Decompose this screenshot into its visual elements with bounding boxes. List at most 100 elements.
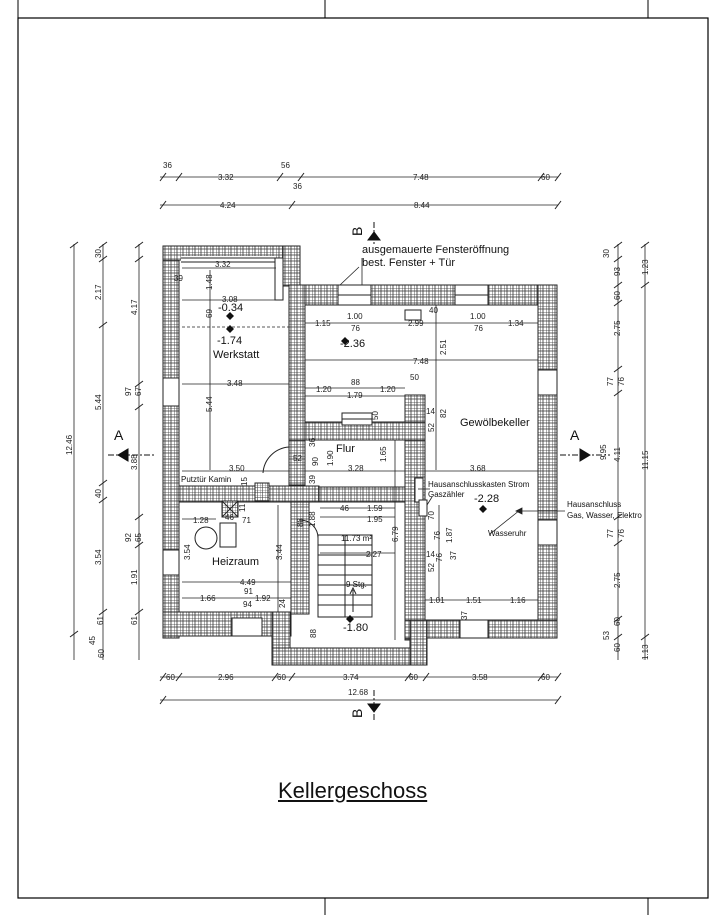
sheet-title: Kellergeschoss — [278, 778, 428, 803]
idim-159: 1.59 — [367, 504, 383, 513]
dim-left-544: 5.44 — [94, 394, 103, 410]
idim-37a: 37 — [449, 551, 458, 560]
idim-308: 3.08 — [222, 295, 238, 304]
dim-left-60: 60 — [97, 649, 106, 658]
dim-top-36b: 36 — [293, 182, 302, 191]
section-b-top: B — [349, 227, 365, 236]
idim-148: 1.48 — [205, 274, 214, 290]
level-gewoelbekeller: -2.36 — [340, 338, 365, 350]
idim-88b: 88 — [296, 518, 305, 527]
idim-76b: 76 — [474, 324, 483, 333]
idim-88a: 88 — [351, 378, 360, 387]
note-gaszaehler: Gaszähler — [428, 490, 465, 499]
idim-179: 1.79 — [347, 391, 363, 400]
dim-top-748: 7.48 — [413, 173, 429, 182]
dim-left-30: 30 — [94, 249, 103, 258]
room-flur: Flur — [336, 443, 355, 455]
dim-right-60b: 60 — [613, 617, 622, 626]
idim-76c: 76 — [433, 531, 442, 540]
idim-348: 3.48 — [227, 379, 243, 388]
section-b-bottom: B — [349, 709, 365, 718]
idim-24: 24 — [278, 599, 287, 608]
level-stair: -1.80 — [343, 622, 368, 634]
dim-left-40: 40 — [94, 489, 103, 498]
note-hausanschluss-sub: Gas, Wasser, Elektro — [567, 511, 642, 520]
dim-bot-358: 3.58 — [472, 673, 488, 682]
idim-39a: 39 — [174, 274, 183, 283]
idim-544: 5.44 — [205, 396, 214, 412]
note-steps: 9 Stg. — [346, 580, 367, 589]
dim-right-60c: 60 — [613, 643, 622, 652]
dim-left-97: 97 — [124, 387, 133, 396]
idim-46b: 46 — [225, 513, 234, 522]
dim-right-411: 4.11 — [613, 446, 622, 462]
idim-52c: 52 — [427, 563, 436, 572]
idim-350: 3.50 — [229, 464, 245, 473]
dim-bot-374: 3.74 — [343, 673, 359, 682]
idim-332: 3.32 — [215, 260, 231, 269]
note-putztuer: Putztür Kamin — [181, 475, 231, 484]
note-hausanschluss: Hausanschluss — [567, 500, 621, 509]
leaders — [339, 258, 565, 535]
idim-36: 36 — [308, 438, 317, 447]
idim-115: 1.15 — [315, 319, 331, 328]
dim-right-275a: 2.75 — [613, 320, 622, 336]
dim-left-388: 3.88 — [130, 454, 139, 470]
idim-37b: 37 — [460, 611, 469, 620]
interior-dims: 3.32 1.48 39 3.08 69 1.15 1.00 76 2.99 1… — [174, 260, 526, 638]
dim-left-61b: 61 — [130, 616, 139, 625]
idim-449: 4.49 — [240, 578, 256, 587]
section-markers — [108, 222, 610, 720]
idim-88c: 88 — [309, 629, 318, 638]
idim-299: 2.99 — [408, 319, 424, 328]
dim-right-53: 53 — [602, 631, 611, 640]
dim-right-275b: 2.75 — [613, 572, 622, 588]
idim-40: 40 — [429, 306, 438, 315]
dim-left-61a: 61 — [96, 616, 105, 625]
dim-right-60a: 60 — [613, 291, 622, 300]
idim-120b: 1.20 — [380, 385, 396, 394]
dim-left-92: 92 — [124, 533, 133, 542]
idim-52a: 52 — [427, 423, 436, 432]
idim-71: 71 — [242, 516, 251, 525]
dim-left-1246: 12.46 — [65, 434, 74, 455]
idim-50a: 50 — [410, 373, 419, 382]
level-werkstatt: -1.74 — [217, 335, 242, 347]
idim-76d: 76 — [435, 553, 444, 562]
dim-right-93: 93 — [613, 267, 622, 276]
idim-166: 1.66 — [200, 594, 216, 603]
idim-69: 69 — [205, 309, 214, 318]
section-a-left: A — [114, 427, 124, 443]
idim-76a: 76 — [351, 324, 360, 333]
idim-251: 2.51 — [439, 339, 448, 355]
room-werkstatt: Werkstatt — [213, 349, 259, 361]
idim-14a: 14 — [426, 407, 435, 416]
note-wasseruhr: Wasseruhr — [488, 529, 527, 538]
idim-227: 2.27 — [366, 550, 382, 559]
dim-top-56: 56 — [281, 161, 290, 170]
dim-right-77b: 77 — [606, 529, 615, 538]
idim-195: 1.95 — [367, 515, 383, 524]
dim-top-844: 8.44 — [414, 201, 430, 210]
dim-right-77a: 77 — [606, 377, 615, 386]
dim-left-217: 2.17 — [94, 284, 103, 300]
idim-90: 90 — [311, 457, 320, 466]
level-hausanschluss: -2.28 — [474, 493, 499, 505]
idim-100b: 1.00 — [470, 312, 486, 321]
dim-top-36: 36 — [163, 161, 172, 170]
idim-50b: 50 — [371, 411, 380, 420]
note-hak-strom: Hausanschlusskasten Strom — [428, 480, 530, 489]
dim-bot-60a: 60 — [166, 673, 175, 682]
dim-bot-60d: 60 — [541, 673, 550, 682]
idim-46a: 46 — [340, 504, 349, 513]
windows — [162, 284, 558, 639]
dimension-lines — [69, 172, 650, 705]
idim-101: 1.01 — [429, 596, 445, 605]
dim-right-1115: 11.15 — [641, 450, 650, 470]
idim-192: 1.92 — [255, 594, 271, 603]
idim-70: 70 — [427, 511, 436, 520]
dim-left-65: 65 — [134, 533, 143, 542]
idim-748: 7.48 — [413, 357, 429, 366]
idim-116: 1.16 — [510, 596, 526, 605]
